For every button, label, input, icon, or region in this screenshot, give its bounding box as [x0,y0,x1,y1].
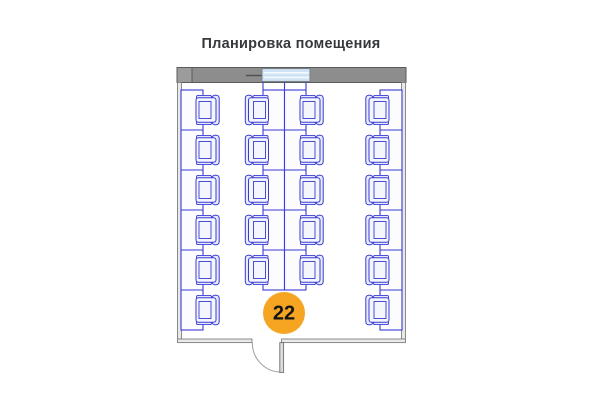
chair-seat-inner [253,221,266,239]
chair-seat-inner [198,261,212,279]
chair-seat-inner [302,101,316,119]
chair-seat-inner [253,101,266,119]
chair-seat-inner [198,221,212,239]
chair-seat-inner [198,101,212,119]
center-left-desks [244,89,286,291]
right-wall-desks [365,89,403,331]
chair-seat-inner [253,261,266,279]
chair-seat-inner [373,101,387,119]
chair-seat-inner [253,181,266,199]
window [261,68,311,82]
chair-seat-inner [373,141,387,159]
chair-seat-inner [373,261,387,279]
chair-seat-inner [253,141,266,159]
center-right-desks [283,89,324,291]
chair-seat-inner [302,181,316,199]
left-wall-desks [180,89,220,331]
chair-seat-inner [373,221,387,239]
wall-corner-column [176,67,193,83]
chair-seat-inner [302,221,316,239]
door-leaf [279,342,285,373]
bottom-wall-left [177,338,253,344]
chair-seat-inner [302,141,316,159]
chair-seat-inner [302,261,316,279]
page-title: Планировка помещения [201,36,381,52]
chair-seat-inner [198,301,212,319]
door-swing-arc [251,342,282,373]
chair-seat-inner [373,301,387,319]
chair-seat-inner [373,181,387,199]
capacity-badge[interactable] [263,292,305,334]
chair-seat-inner [198,181,212,199]
bottom-wall-right [281,338,406,344]
chair-seat-inner [198,141,212,159]
capacity-count: 22 [273,303,295,325]
